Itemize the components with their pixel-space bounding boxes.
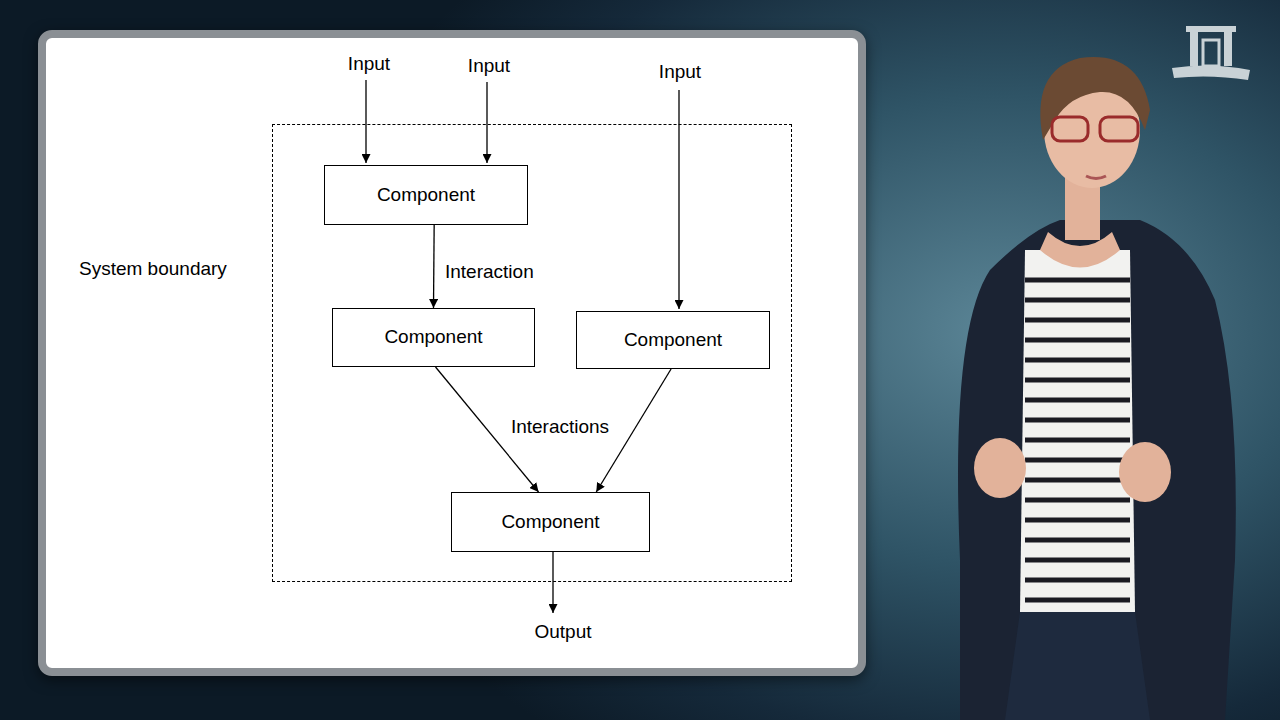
component-box: Component <box>576 311 770 369</box>
logo-part <box>1190 32 1198 66</box>
system-boundary: System boundaryComponentComponentCompone… <box>272 124 792 582</box>
shirt <box>1020 250 1135 612</box>
edge-label: Interactions <box>509 416 611 439</box>
presenter <box>958 57 1236 720</box>
logo <box>1172 26 1250 80</box>
jeans <box>1005 612 1150 720</box>
input-label: Input <box>346 53 392 76</box>
shirt-stripes <box>1025 280 1130 600</box>
component-label: Component <box>624 329 722 352</box>
component-box: Component <box>324 165 528 225</box>
blazer <box>958 220 1236 720</box>
component-label: Component <box>377 184 475 207</box>
logo-part <box>1186 26 1236 32</box>
input-label: Input <box>657 61 703 84</box>
logo-part <box>1224 32 1232 66</box>
interaction-arrow <box>433 225 435 308</box>
logo-part <box>1203 40 1219 66</box>
hand <box>1119 442 1171 502</box>
glasses <box>1100 117 1138 141</box>
glasses <box>1052 117 1088 141</box>
component-box: Component <box>332 308 535 367</box>
input-arrow <box>365 80 366 163</box>
output-arrow <box>552 552 553 613</box>
mouth <box>1086 176 1106 179</box>
component-label: Component <box>501 511 599 534</box>
component-box: Component <box>451 492 650 552</box>
hand <box>974 438 1026 498</box>
logo-part <box>1172 65 1250 80</box>
input-arrow <box>678 90 679 309</box>
edge-label: Interaction <box>443 261 536 284</box>
component-label: Component <box>384 326 482 349</box>
boundary-label: System boundary <box>79 258 227 281</box>
output-label: Output <box>532 621 593 644</box>
input-arrow <box>486 82 487 163</box>
hair <box>1040 57 1150 140</box>
input-label: Input <box>466 55 512 78</box>
